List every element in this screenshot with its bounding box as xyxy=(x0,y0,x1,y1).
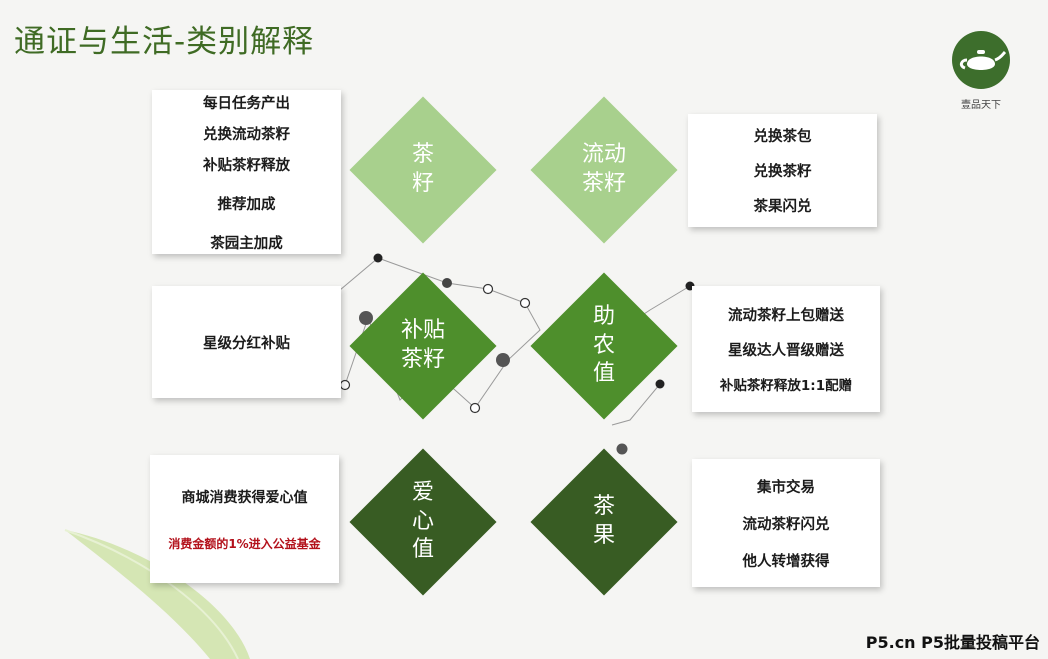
box-line: 商城消费获得爱心值 xyxy=(181,489,308,506)
diamond-text: 籽 xyxy=(411,171,434,196)
tea-fruit-label: 茶 果 xyxy=(529,447,679,597)
box-line: 茶园主加成 xyxy=(210,235,283,252)
box-line-red: 消费金额的1%进入公益基金 xyxy=(168,536,321,551)
subsidy-seed-label: 补贴 茶籽 xyxy=(348,271,498,421)
flow-seed-box: 兑换茶包 兑换茶籽 茶果闪兑 xyxy=(688,114,877,227)
diamond-text: 值 xyxy=(592,361,615,387)
box-line: 推荐加成 xyxy=(217,196,276,213)
diamond-text: 农 xyxy=(592,332,615,358)
box-line: 星级达人晋级赠送 xyxy=(728,343,844,359)
diamond-text: 心 xyxy=(411,508,434,534)
box-line: 补贴茶籽释放1:1配赠 xyxy=(719,378,853,394)
box-line: 兑换茶包 xyxy=(753,129,812,145)
box-line: 兑换茶籽 xyxy=(753,164,812,180)
box-line: 兑换流动茶籽 xyxy=(203,126,290,143)
diamond-text: 爱 xyxy=(411,480,434,506)
diamond-text: 值 xyxy=(411,537,434,563)
box-line: 他人转增获得 xyxy=(742,553,830,570)
diamond-text: 果 xyxy=(592,523,615,548)
diamond-text: 茶籽 xyxy=(581,171,626,196)
box-line: 星级分红补贴 xyxy=(203,335,290,352)
diamond-text: 茶 xyxy=(592,494,615,520)
box-line: 每日任务产出 xyxy=(203,95,290,112)
logo-caption: 壹品天下 xyxy=(961,100,1001,111)
box-line: 集市交易 xyxy=(757,479,815,496)
love-value-label: 爱 心 值 xyxy=(348,447,498,597)
diamond-text: 流动 xyxy=(581,142,626,168)
footer-watermark: P5.cn P5批量投稿平台 xyxy=(865,633,1040,652)
tea-fruit-box: 集市交易 流动茶籽闪兑 他人转增获得 xyxy=(692,459,880,587)
tea-seed-label: 茶 籽 xyxy=(348,95,498,245)
diamond-text: 茶籽 xyxy=(400,347,445,372)
diamond-text: 茶 xyxy=(411,142,434,168)
diamond-text: 助 xyxy=(592,304,615,330)
farm-aid-box: 流动茶籽上包赠送 星级达人晋级赠送 补贴茶籽释放1:1配赠 xyxy=(692,286,880,412)
subsidy-seed-box: 星级分红补贴 xyxy=(152,286,341,398)
box-line: 茶果闪兑 xyxy=(753,199,812,215)
box-line: 流动茶籽上包赠送 xyxy=(728,308,844,324)
page-title: 通证与生活-类别解释 xyxy=(14,24,315,60)
flow-seed-label: 流动 茶籽 xyxy=(529,95,679,245)
logo: 壹品天下 xyxy=(950,30,1012,111)
tea-seed-box: 每日任务产出 兑换流动茶籽 补贴茶籽释放 推荐加成 茶园主加成 xyxy=(152,90,341,254)
farm-aid-label: 助 农 值 xyxy=(529,271,679,421)
diamond-text: 补贴 xyxy=(400,318,445,344)
box-line: 补贴茶籽释放 xyxy=(203,157,290,174)
teapot-logo-icon xyxy=(952,31,1010,89)
box-line: 流动茶籽闪兑 xyxy=(742,516,830,533)
love-value-box: 商城消费获得爱心值 消费金额的1%进入公益基金 xyxy=(150,455,339,583)
